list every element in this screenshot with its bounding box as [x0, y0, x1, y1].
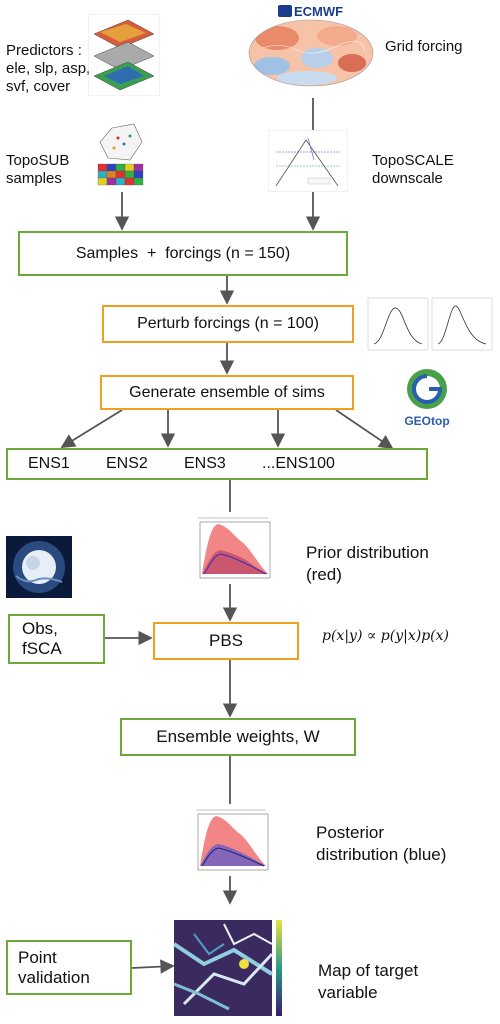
pbs-text: PBS	[208, 631, 244, 650]
pbs-box: PBS	[153, 622, 299, 660]
obs-line-2: fSCA	[22, 639, 62, 658]
toposcale-label: TopoSCALE downscale	[372, 152, 454, 188]
grid-forcing-map	[248, 19, 374, 87]
ensemble-member-1: ENS1	[28, 455, 70, 472]
posterior-distribution-label: Posterior distribution (blue)	[316, 822, 446, 866]
point-validation-line-1: Point	[18, 947, 57, 967]
toposub-line-2: samples	[6, 170, 62, 187]
obs-line-1: Obs,	[22, 619, 58, 638]
posterior-line-1: Posterior	[316, 823, 385, 842]
predictors-line-2: ele, slp, asp,	[6, 60, 91, 77]
toposub-label: TopoSUB samples	[6, 152, 69, 188]
generate-ensemble-box: Generate ensemble of sims	[100, 375, 354, 410]
map-target-line-1: Map of target	[318, 961, 419, 980]
ecmwf-logo-text: ECMWF	[294, 3, 344, 19]
target-variable-map	[174, 920, 282, 1016]
satellite-snow-cover-image	[6, 536, 72, 598]
map-target-label: Map of target variable	[318, 960, 418, 1004]
generate-ensemble-text: Generate ensemble of sims	[129, 383, 325, 401]
ensemble-member-3: ENS3	[184, 455, 226, 472]
ensemble-weights-text: Ensemble weights, W	[156, 727, 320, 746]
ensemble-member-2: ENS2	[106, 455, 148, 472]
predictor-layers-image	[88, 14, 160, 96]
samples-forcings-box: Samples + forcings (n = 150)	[18, 231, 348, 276]
geotop-logo-text: GEOtop	[404, 414, 450, 428]
posterior-line-2: distribution (blue)	[316, 845, 447, 864]
grid-forcing-label: Grid forcing	[385, 38, 463, 55]
arrow-generate-to-ens1	[60, 409, 123, 448]
arrow-generate-to-ens100	[335, 409, 394, 450]
point-validation-line-2: validation	[18, 967, 90, 987]
toposcale-line-1: TopoSCALE	[372, 152, 454, 169]
ensemble-member-100: ...ENS100	[262, 455, 335, 472]
arrow-validation-to-map	[131, 959, 175, 974]
ensemble-weights-box: Ensemble weights, W	[120, 718, 356, 756]
perturb-forcings-text: Perturb forcings (n = 100)	[137, 315, 319, 332]
geotop-logo-mark	[407, 369, 447, 409]
prior-line-1: Prior distribution	[306, 543, 429, 562]
prior-distribution-plot	[188, 512, 278, 584]
ecmwf-logo-mark	[278, 5, 292, 17]
toposcale-diagram-image	[268, 130, 348, 192]
geotop-logo: GEOtop	[396, 365, 458, 428]
predictors-label: Predictors : ele, slp, asp, svf, cover	[6, 42, 90, 96]
point-validation-box: Point validation	[6, 940, 132, 995]
predictors-line-3: svf, cover	[6, 78, 71, 95]
perturb-forcings-box: Perturb forcings (n = 100)	[102, 305, 354, 343]
obs-fsca-box: Obs, fSCA	[8, 614, 105, 664]
toposcale-line-2: downscale	[372, 170, 443, 187]
toposub-samples-image	[97, 123, 144, 186]
prior-distribution-label: Prior distribution (red)	[306, 542, 429, 586]
prior-line-2: (red)	[306, 565, 342, 584]
predictors-line-1: Predictors :	[6, 42, 82, 59]
toposub-line-1: TopoSUB	[6, 152, 70, 169]
posterior-distribution-plot	[186, 804, 276, 876]
perturbation-density-plots	[367, 297, 493, 351]
samples-forcings-text: Samples + forcings (n = 150)	[75, 244, 291, 262]
map-target-line-2: variable	[318, 983, 378, 1002]
ensemble-members-box: ENS1 ENS2 ENS3 ...ENS100	[6, 448, 428, 480]
ecmwf-logo: ECMWF	[278, 3, 352, 19]
bayes-formula: p(x|y) ∝ p(y|x)p(x)	[322, 628, 449, 644]
